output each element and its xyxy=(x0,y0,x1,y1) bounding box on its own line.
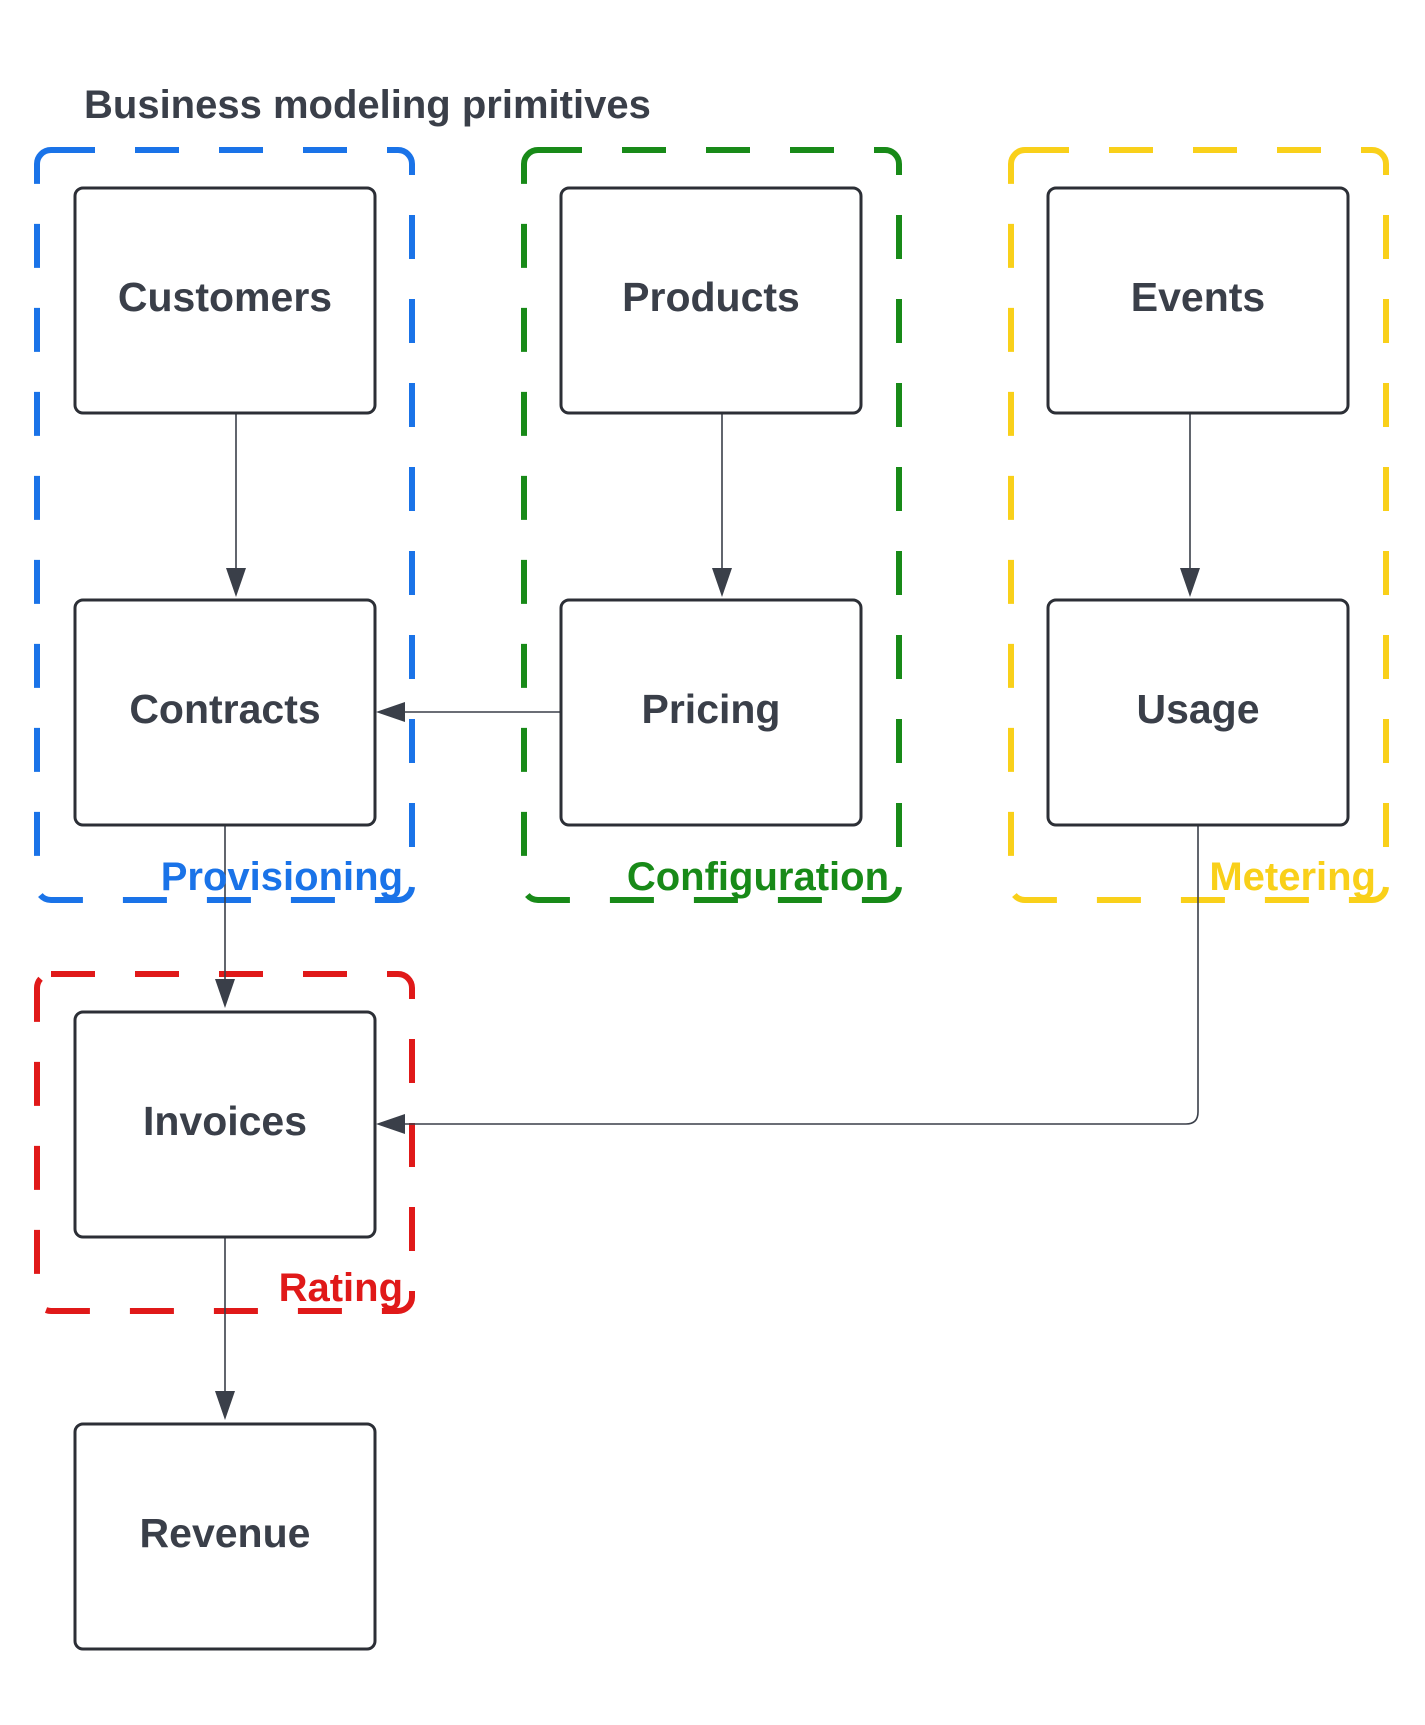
group-rating-label: Rating xyxy=(279,1266,403,1310)
node-usage-box[interactable] xyxy=(1046,598,1350,827)
group-configuration xyxy=(521,147,902,903)
node-contracts[interactable]: Contracts xyxy=(73,598,377,827)
arrowhead-invoices-right xyxy=(376,1114,405,1134)
node-usage-label: Usage xyxy=(1136,686,1259,732)
node-contracts-label: Contracts xyxy=(129,686,320,732)
group-metering-label: Metering xyxy=(1209,855,1376,899)
arrowhead-revenue-top xyxy=(215,1391,235,1420)
node-products-box[interactable] xyxy=(559,186,863,415)
arrowhead-contracts-right xyxy=(376,702,405,722)
arrowhead-usage-top xyxy=(1180,568,1200,597)
edges xyxy=(215,413,1200,1420)
arrowhead-pricing-top xyxy=(712,568,732,597)
node-products-label: Products xyxy=(622,274,800,320)
node-pricing-label: Pricing xyxy=(642,686,781,732)
node-invoices-label: Invoices xyxy=(143,1098,307,1144)
group-provisioning-label: Provisioning xyxy=(161,855,403,899)
node-revenue-label: Revenue xyxy=(140,1510,311,1556)
arrowhead-contracts-top xyxy=(226,568,246,597)
node-customers-label: Customers xyxy=(118,274,332,320)
group-configuration-border xyxy=(521,147,902,903)
node-customers[interactable]: Customers xyxy=(73,186,377,415)
node-events[interactable]: Events xyxy=(1046,186,1350,415)
node-contracts-box[interactable] xyxy=(73,598,377,827)
node-usage[interactable]: Usage xyxy=(1046,598,1350,827)
arrowhead-invoices-top xyxy=(215,979,235,1008)
node-invoices-box[interactable] xyxy=(73,1010,377,1239)
node-customers-box[interactable] xyxy=(73,186,377,415)
diagram-title: Business modeling primitives xyxy=(84,83,651,127)
node-events-box[interactable] xyxy=(1046,186,1350,415)
node-revenue-box[interactable] xyxy=(73,1422,377,1651)
edge-usage-invoices xyxy=(400,825,1199,1125)
node-pricing[interactable]: Pricing xyxy=(559,598,863,827)
node-products[interactable]: Products xyxy=(559,186,863,415)
node-invoices[interactable]: Invoices xyxy=(73,1010,377,1239)
node-revenue[interactable]: Revenue xyxy=(73,1422,377,1651)
node-events-label: Events xyxy=(1131,274,1265,320)
node-pricing-box[interactable] xyxy=(559,598,863,827)
group-configuration-label: Configuration xyxy=(627,855,889,899)
